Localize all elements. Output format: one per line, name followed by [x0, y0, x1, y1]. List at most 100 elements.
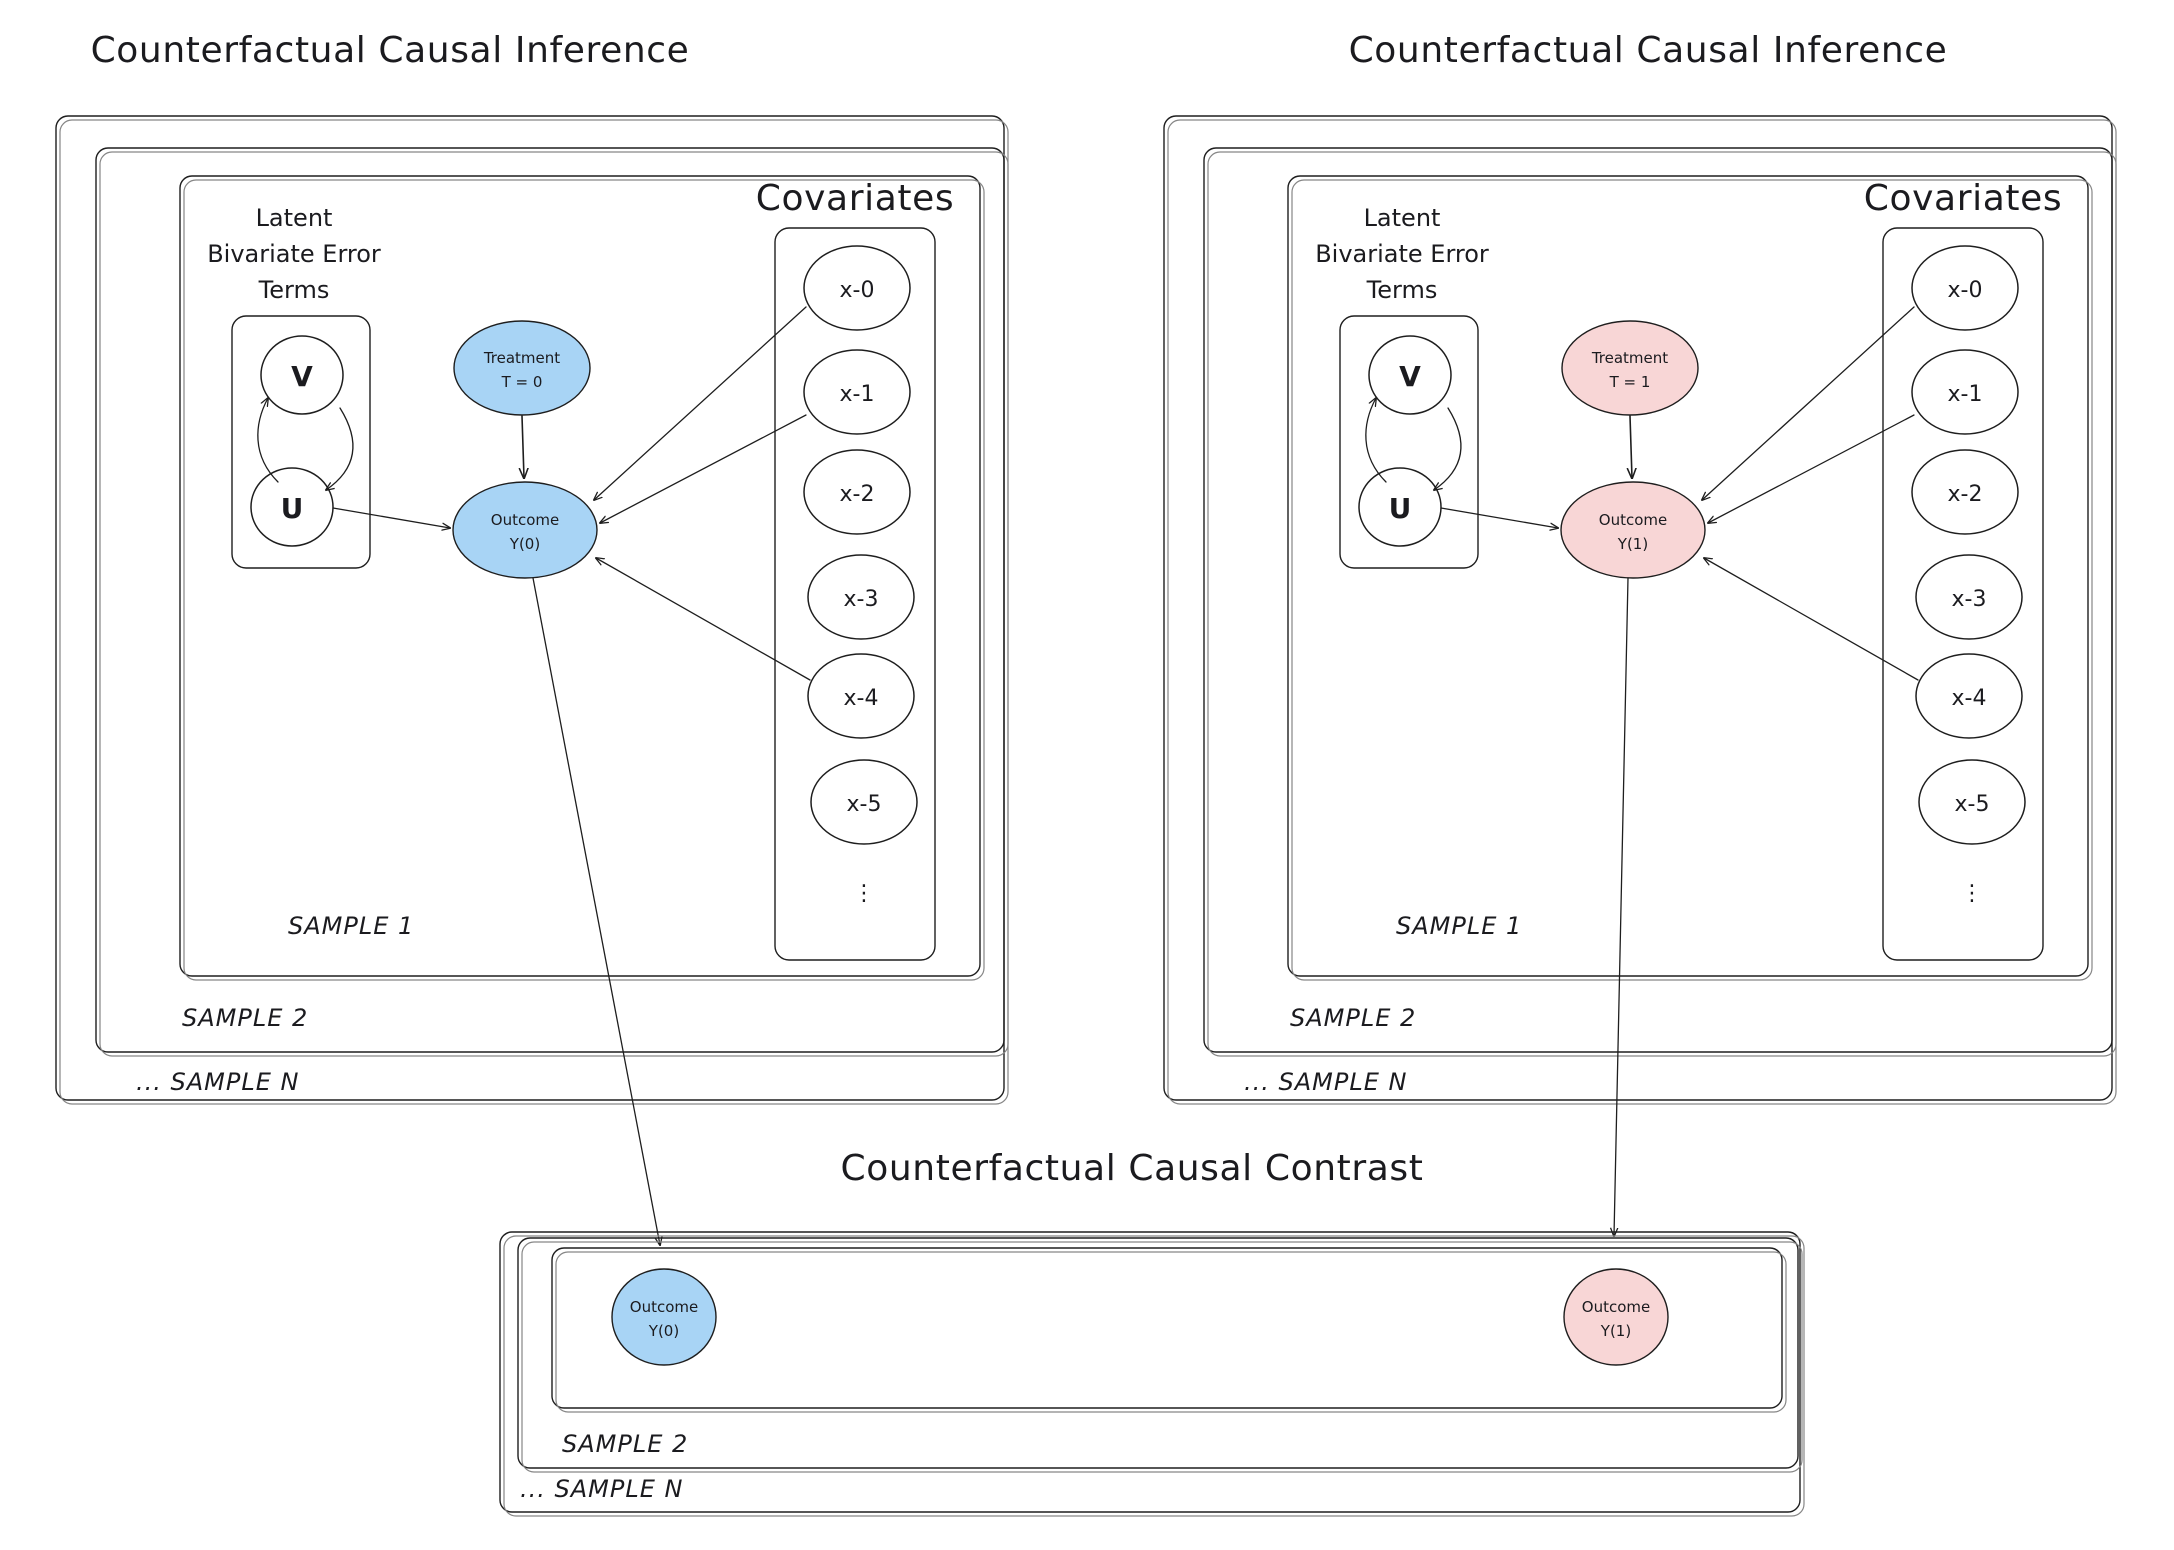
right-covariate-4-label: x-4: [1952, 686, 1987, 711]
contrast-sample-1-frame: [551, 1247, 1783, 1409]
left-outcome-node[interactable]: [452, 481, 598, 579]
left-edge-x4-outcome: [596, 558, 811, 681]
left-covariate-2[interactable]: [803, 449, 911, 535]
right-edge-v-to-u: [1434, 407, 1462, 490]
contrast-sample-2-frame: [517, 1237, 1799, 1469]
right-panel-title: Counterfactual Causal Inference: [1349, 30, 1948, 71]
left-covariate-4-label: x-4: [844, 686, 879, 711]
left-treatment-node[interactable]: [453, 320, 591, 416]
left-node-v-label: V: [291, 360, 313, 393]
left-edge-outcome-to-contrast: [532, 577, 660, 1245]
left-treatment-line2: T = 0: [501, 373, 543, 391]
contrast-sample-2-frame-shadow: [521, 1241, 1803, 1473]
left-covariate-3-label: x-3: [844, 587, 879, 612]
contrast-sample-n-frame-shadow: [503, 1235, 1805, 1517]
right-covariate-2-label: x-2: [1948, 482, 1983, 507]
right-latent-label-line3: Terms: [1366, 276, 1438, 304]
right-node-u-label: U: [1389, 492, 1412, 525]
left-node-u[interactable]: [250, 467, 334, 547]
right-covariate-3-label: x-3: [1952, 587, 1987, 612]
left-covariate-5[interactable]: [810, 759, 918, 845]
left-sample-1-frame-shadow: [183, 179, 985, 981]
left-sample-1-label: SAMPLE 1: [288, 912, 414, 940]
right-edge-x0-outcome: [1702, 306, 1915, 500]
contrast-sample-n-label: ... SAMPLE N: [520, 1475, 683, 1503]
left-edge-u-to-v: [257, 398, 279, 483]
right-covariates-label: Covariates: [1864, 178, 2062, 219]
left-covariates-ellipsis: ⋮: [853, 881, 875, 906]
left-edge-u-outcome: [332, 507, 450, 528]
left-panel-title: Counterfactual Causal Inference: [91, 30, 690, 71]
right-sample-1-frame-shadow: [1291, 179, 2093, 981]
left-node-u-label: U: [281, 492, 304, 525]
contrast-outcome-control-node[interactable]: [611, 1268, 717, 1366]
left-sample-1-frame: [179, 175, 981, 977]
left-treatment-line1: Treatment: [483, 349, 560, 367]
right-covariate-5[interactable]: [1918, 759, 2026, 845]
left-latent-label-line2: Bivariate Error: [207, 240, 381, 268]
right-latent-label-line1: Latent: [1364, 204, 1441, 232]
right-node-u[interactable]: [1358, 467, 1442, 547]
right-treatment-node[interactable]: [1561, 320, 1699, 416]
left-latent-label-line3: Terms: [258, 276, 330, 304]
right-treatment-line2: T = 1: [1609, 373, 1651, 391]
right-outcome-line1: Outcome: [1599, 511, 1667, 529]
left-covariate-2-label: x-2: [840, 482, 875, 507]
left-outcome-line2: Y(0): [509, 535, 540, 553]
left-outcome-line1: Outcome: [491, 511, 559, 529]
left-covariates-label: Covariates: [756, 178, 954, 219]
right-outcome-line2: Y(1): [1617, 535, 1648, 553]
right-latent-label-line2: Bivariate Error: [1315, 240, 1489, 268]
contrast-panel-title: Counterfactual Causal Contrast: [841, 1148, 1424, 1189]
right-edge-x4-outcome: [1704, 558, 1919, 681]
right-covariate-2[interactable]: [1911, 449, 2019, 535]
right-sample-2-frame-shadow: [1207, 151, 2117, 1057]
right-edge-treatment-outcome: [1630, 415, 1632, 478]
right-covariate-1-label: x-1: [1948, 382, 1983, 407]
right-sample-n-label: ... SAMPLE N: [1244, 1068, 1407, 1096]
left-edge-x0-outcome: [594, 306, 807, 500]
left-covariate-5-label: x-5: [847, 792, 882, 817]
right-covariate-3[interactable]: [1915, 554, 2023, 640]
right-covariates-ellipsis: ⋮: [1961, 881, 1983, 906]
right-edge-x1-outcome: [1708, 414, 1915, 523]
left-covariate-1[interactable]: [803, 349, 911, 435]
right-treatment-line1: Treatment: [1591, 349, 1668, 367]
right-covariate-0[interactable]: [1911, 245, 2019, 331]
left-sample-2-frame-shadow: [99, 151, 1009, 1057]
right-edge-u-to-v: [1365, 398, 1387, 483]
right-sample-1-label: SAMPLE 1: [1396, 912, 1522, 940]
right-sample-2-label: SAMPLE 2: [1290, 1004, 1416, 1032]
right-covariate-5-label: x-5: [1955, 792, 1990, 817]
left-covariate-1-label: x-1: [840, 382, 875, 407]
right-covariate-4[interactable]: [1915, 653, 2023, 739]
contrast-sample-n-frame: [499, 1231, 1801, 1513]
left-node-v[interactable]: [260, 335, 344, 415]
right-sample-2-frame: [1203, 147, 2113, 1053]
contrast-outcome-control-line1: Outcome: [630, 1298, 698, 1316]
contrast-outcome-treated-line1: Outcome: [1582, 1298, 1650, 1316]
left-latent-label-line1: Latent: [256, 204, 333, 232]
left-edge-treatment-outcome: [522, 415, 524, 478]
left-sample-2-label: SAMPLE 2: [182, 1004, 308, 1032]
left-edge-x1-outcome: [600, 414, 807, 523]
left-sample-2-frame: [95, 147, 1005, 1053]
left-covariate-0-label: x-0: [840, 278, 875, 303]
right-sample-1-frame: [1287, 175, 2089, 977]
left-sample-n-label: ... SAMPLE N: [136, 1068, 299, 1096]
left-covariate-4[interactable]: [807, 653, 915, 739]
left-covariate-3[interactable]: [807, 554, 915, 640]
right-node-v[interactable]: [1368, 335, 1452, 415]
right-covariate-0-label: x-0: [1948, 278, 1983, 303]
right-covariate-1[interactable]: [1911, 349, 2019, 435]
contrast-outcome-control-line2: Y(0): [648, 1322, 679, 1340]
left-covariate-0[interactable]: [803, 245, 911, 331]
contrast-outcome-treated-line2: Y(1): [1600, 1322, 1631, 1340]
contrast-sample-1-frame-shadow: [555, 1251, 1787, 1413]
left-edge-v-to-u: [326, 407, 354, 490]
right-node-v-label: V: [1399, 360, 1421, 393]
right-outcome-node[interactable]: [1560, 481, 1706, 579]
contrast-outcome-treated-node[interactable]: [1563, 1268, 1669, 1366]
